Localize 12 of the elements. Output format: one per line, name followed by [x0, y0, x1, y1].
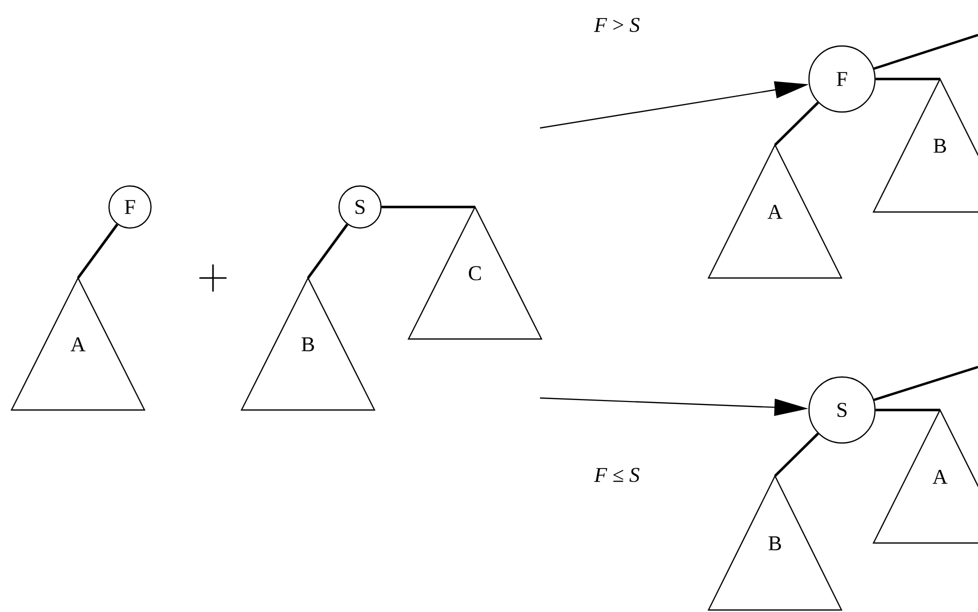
- tree-edge: [874, 34, 978, 70]
- edge-label: F > S: [593, 16, 641, 34]
- tree-edge: [306, 224, 348, 279]
- tree-edge: [774, 432, 819, 477]
- plus-sign: +: [199, 264, 227, 292]
- tree-edge: [876, 78, 940, 80]
- tree-edge: [874, 366, 978, 401]
- tree-edge: [774, 102, 819, 146]
- tree-edge: [76, 224, 118, 279]
- tree-edge: [382, 206, 475, 208]
- tree-edge: [876, 408, 940, 412]
- edge-label: F ≤ S: [593, 466, 641, 484]
